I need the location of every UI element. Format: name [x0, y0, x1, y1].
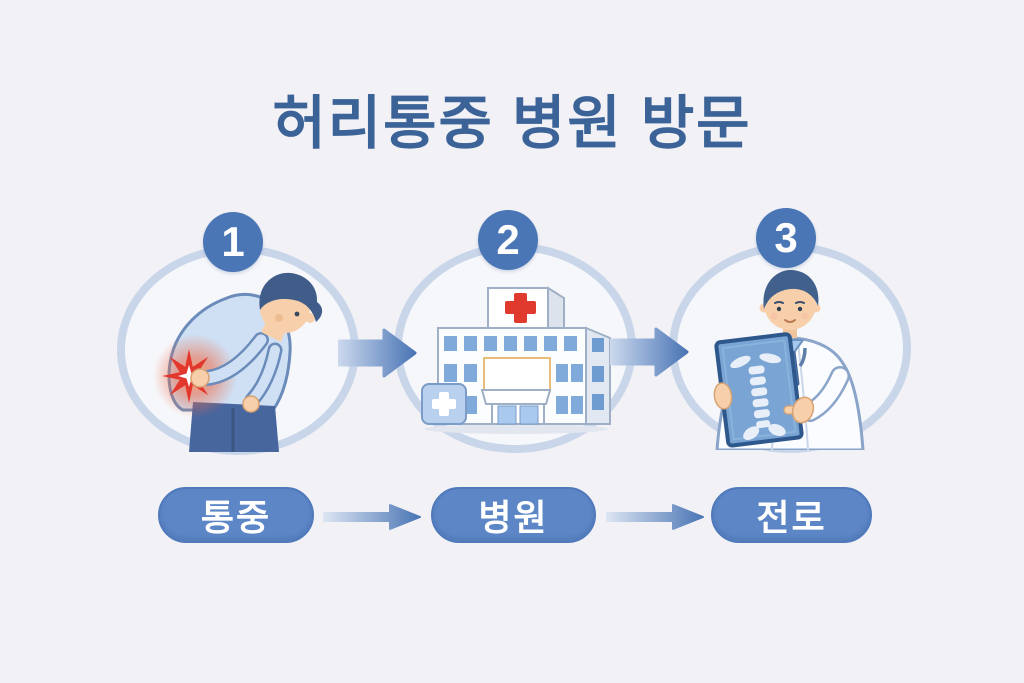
label-pill-hospital: 병원: [431, 487, 596, 543]
arrow-step1-to-step2-icon: [338, 328, 417, 378]
arrow-pill2-to-pill3-icon: [606, 504, 704, 530]
label-pill-treatment: 전로: [711, 487, 872, 543]
step-number-badge-2: 2: [478, 210, 538, 270]
step-number-badge-1: 1: [203, 212, 263, 272]
arrow-pill1-to-pill2-icon: [323, 504, 421, 530]
doctor-xray-icon: [713, 269, 865, 450]
hospital-building-icon: [421, 286, 611, 434]
step-number-badge-3: 3: [756, 208, 816, 268]
back-pain-person-icon: [153, 272, 323, 452]
label-pill-pain: 통중: [158, 487, 314, 543]
arrow-step2-to-step3-icon: [610, 327, 689, 377]
page-title: 허리통중 병원 방문: [272, 91, 752, 156]
